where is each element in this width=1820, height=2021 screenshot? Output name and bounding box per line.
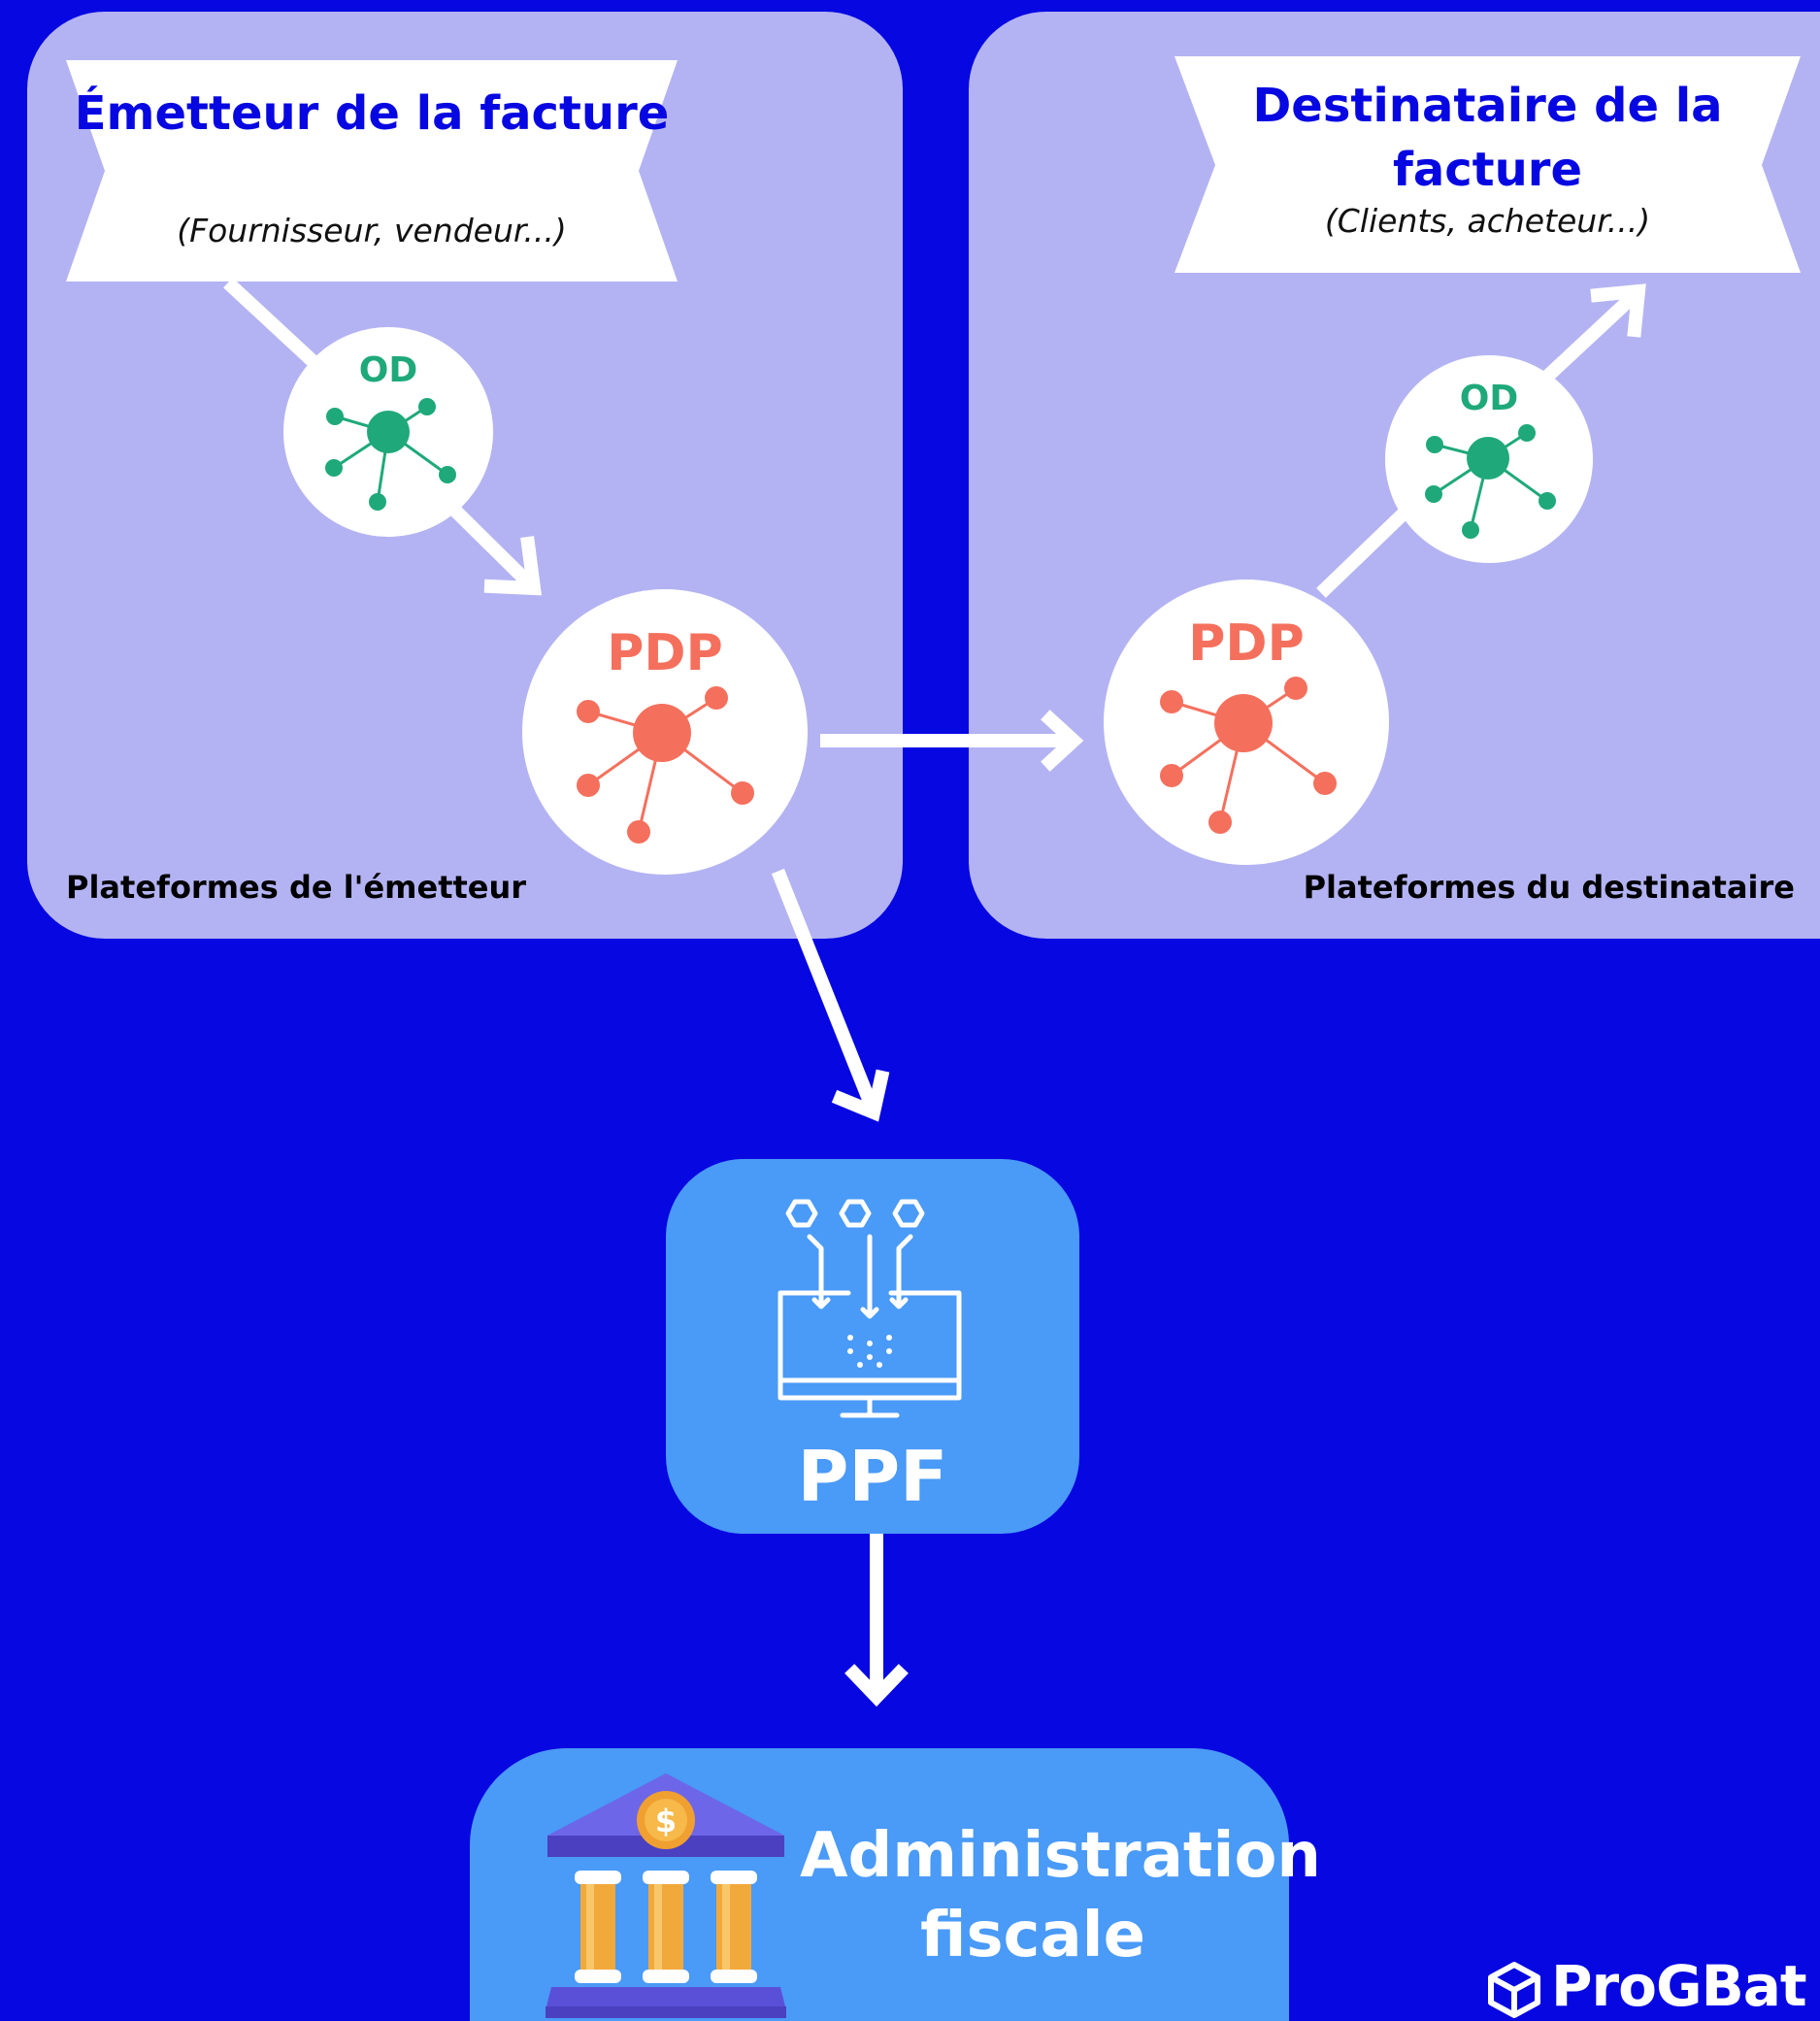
pdp-label: PDP: [1188, 614, 1305, 673]
progbat-logo-icon: [1488, 1962, 1540, 2018]
od-node-recipient: OD: [1385, 355, 1593, 563]
progbat-logo: ProGBat: [1485, 1951, 1820, 2021]
recipient-title: Destinataire de la facture: [1252, 79, 1723, 197]
administration-label: Administration fiscale: [800, 1820, 1321, 1971]
bank-building-icon: $: [546, 1773, 786, 2018]
pdp-node-emitter: PDP: [522, 589, 808, 875]
ppf-label: PPF: [797, 1436, 948, 1517]
network-node-icon: [325, 398, 456, 511]
administration-box: $ Administration fiscale: [470, 1748, 1321, 2021]
od-node-emitter: OD: [283, 327, 493, 537]
emitter-subtitle: (Fournisseur, vendeur...): [177, 212, 567, 249]
network-node-icon: [1160, 677, 1337, 834]
network-node-icon: [1425, 424, 1556, 539]
arrow-od-to-recipient: [1539, 285, 1644, 384]
arrow-pdp-to-od: [1316, 503, 1414, 598]
recipient-banner: Destinataire de la facture (Clients, ach…: [1175, 56, 1801, 273]
ppf-box: PPF: [666, 1159, 1079, 1534]
svg-text:$: $: [655, 1803, 677, 1839]
logo-text: ProGBat: [1551, 1953, 1807, 2019]
emitter-platforms-label: Plateformes de l'émetteur: [66, 869, 527, 906]
od-label: OD: [1459, 379, 1519, 418]
ribbon-shape: [1175, 56, 1801, 273]
recipient-subtitle: (Clients, acheteur...): [1324, 202, 1651, 240]
pdp-node-recipient: PDP: [1104, 580, 1389, 865]
arrow-emitter-to-od: [223, 278, 322, 371]
emitter-title: Émetteur de la facture: [74, 86, 670, 141]
recipient-platforms-label: Plateformes du destinataire: [1303, 869, 1795, 906]
monitor-data-icon: [778, 1199, 962, 1418]
od-label: OD: [358, 350, 418, 390]
network-node-icon: [577, 686, 754, 844]
arrow-pdp-to-ppf: [771, 868, 881, 1116]
ribbon-shape: [66, 60, 678, 282]
pdp-label: PDP: [607, 624, 723, 682]
emitter-banner: Émetteur de la facture (Fournisseur, ven…: [66, 60, 678, 282]
arrow-od-to-pdp: [445, 500, 538, 592]
